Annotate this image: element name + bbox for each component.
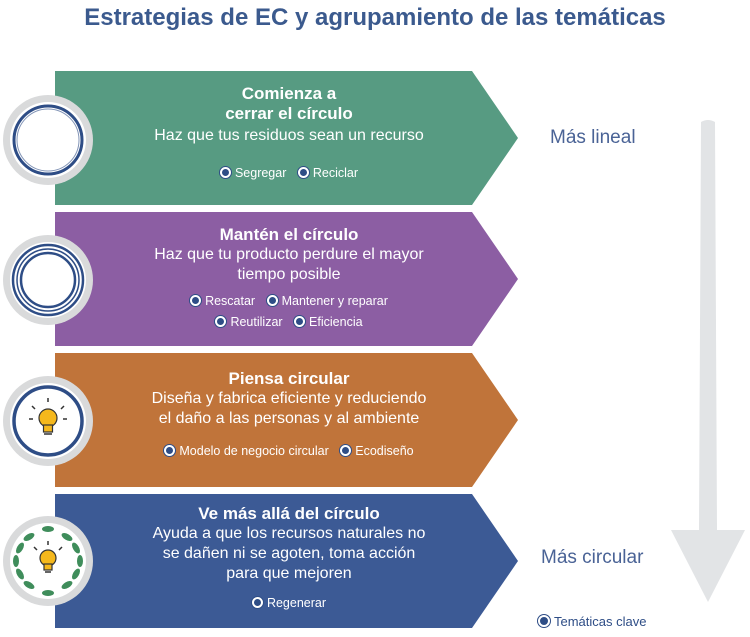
band-1-shape bbox=[55, 71, 518, 205]
legend: Temáticas clave bbox=[538, 614, 646, 629]
key-topic-dot-icon bbox=[164, 445, 176, 456]
key-topic-dot-icon bbox=[251, 597, 263, 608]
band-manten: Mantén el círculo Haz que tu producto pe… bbox=[88, 225, 490, 333]
band-4-description-line3: para que mejoren bbox=[226, 565, 352, 582]
tag-modelo-negocio: Modelo de negocio circular bbox=[164, 441, 329, 462]
band-2-description-line1: Haz que tu producto perdure el mayor bbox=[154, 246, 424, 263]
band-2-title: Mantén el círculo bbox=[219, 225, 359, 244]
key-topic-dot-icon bbox=[215, 316, 227, 327]
double-ring-icon bbox=[3, 235, 93, 325]
page-title: Estrategias de EC y agrupamiento de las … bbox=[84, 4, 666, 31]
tag-regenerar: Regenerar bbox=[251, 593, 326, 614]
band-4-shape bbox=[55, 494, 518, 628]
band-4-description-line1: Ayuda a que los recursos naturales no bbox=[152, 525, 426, 542]
band-comienza: Comienza a cerrar el círculo Haz que tus… bbox=[88, 84, 490, 184]
band-3-description-line1: Diseña y fabrica eficiente y reduciendo bbox=[151, 390, 427, 407]
band-2-tags-row2: Reutilizar Eficiencia bbox=[88, 312, 490, 333]
key-topic-dot-icon bbox=[266, 295, 278, 306]
band-1-tags: Segregar Reciclar bbox=[88, 163, 490, 184]
band-2-shape bbox=[55, 212, 518, 346]
tag-mantener-reparar: Mantener y reparar bbox=[266, 291, 388, 312]
tag-reciclar: Reciclar bbox=[297, 163, 358, 184]
lightbulb-laurel-icon bbox=[3, 516, 93, 606]
legend-label: Temáticas clave bbox=[554, 614, 647, 629]
ring-icon bbox=[3, 95, 93, 185]
tag-reutilizar: Reutilizar bbox=[215, 312, 283, 333]
key-topic-dot-icon bbox=[297, 167, 309, 178]
key-topic-dot-icon bbox=[190, 295, 202, 306]
tag-segregar: Segregar bbox=[219, 163, 286, 184]
band-3-title: Piensa circular bbox=[228, 369, 350, 388]
tag-eficiencia: Eficiencia bbox=[294, 312, 363, 333]
lightbulb-icon bbox=[3, 376, 93, 466]
key-topic-dot-icon bbox=[219, 167, 231, 178]
tag-rescatar: Rescatar bbox=[190, 291, 255, 312]
scale-label-linear: Más lineal bbox=[550, 127, 636, 148]
band-1-description: Haz que tus residuos sean un recurso bbox=[154, 127, 424, 144]
scale-label-circular: Más circular bbox=[541, 547, 644, 568]
band-1-title-line2: cerrar el círculo bbox=[225, 104, 353, 123]
band-3-description-line2: el daño a las personas y al ambiente bbox=[158, 410, 420, 427]
band-ve-mas-alla: Ve más allá del círculo Ayuda a que los … bbox=[88, 504, 490, 614]
key-topic-dot-icon bbox=[538, 615, 550, 627]
band-2-tags-row1: Rescatar Mantener y reparar bbox=[88, 291, 490, 312]
band-4-title: Ve más allá del círculo bbox=[198, 504, 380, 523]
band-2-description-line2: tiempo posible bbox=[237, 266, 341, 283]
band-4-description-line2: se dañen ni se agoten, toma acción bbox=[162, 545, 416, 562]
band-4-tags: Regenerar bbox=[88, 593, 490, 614]
band-3-tags: Modelo de negocio circular Ecodiseño bbox=[88, 441, 490, 462]
band-piensa: Piensa circular Diseña y fabrica eficien… bbox=[88, 369, 490, 462]
down-arrow-shape bbox=[671, 120, 745, 602]
band-1-title-line1: Comienza a bbox=[241, 84, 337, 103]
key-topic-dot-icon bbox=[340, 445, 352, 456]
tag-ecodiseno: Ecodiseño bbox=[340, 441, 414, 462]
key-topic-dot-icon bbox=[294, 316, 306, 327]
